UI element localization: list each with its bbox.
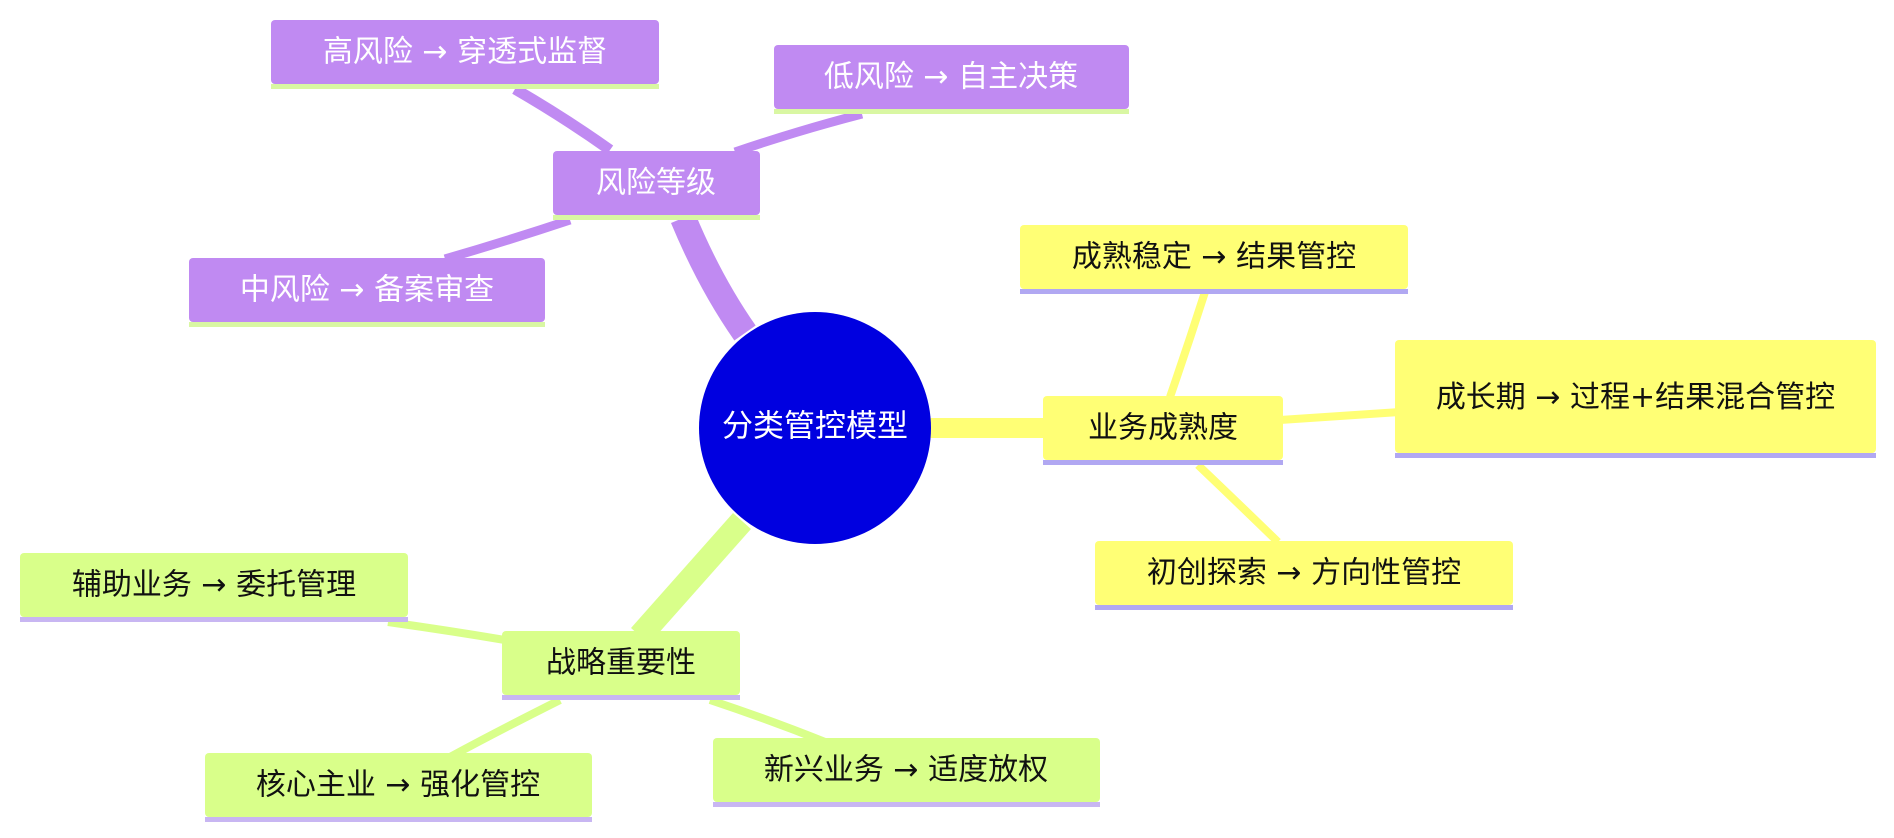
maturity-startup-node[interactable]: 初创探索 → 方向性管控	[1095, 541, 1513, 610]
maturity-branch-label: 业务成熟度	[1088, 411, 1238, 446]
maturity-branch-node[interactable]: 业务成熟度	[1043, 396, 1283, 465]
edge-strategy-emerging	[708, 696, 827, 746]
risk-branch-node[interactable]: 风险等级	[553, 151, 760, 220]
strategy-auxiliary-node[interactable]: 辅助业务 → 委托管理	[20, 553, 408, 622]
maturity-stable-node[interactable]: 成熟稳定 → 结果管控	[1020, 225, 1408, 294]
edge-maturity-startup	[1195, 462, 1281, 545]
maturity-growth-box	[1395, 340, 1876, 453]
strategy-emerging-underline	[713, 802, 1100, 807]
risk-branch-underline	[553, 215, 760, 220]
maturity-branch-box	[1043, 396, 1283, 460]
edge-maturity-growth	[1279, 408, 1401, 424]
strategy-branch-box	[502, 631, 740, 695]
strategy-core-underline	[205, 817, 592, 822]
strategy-branch-underline	[502, 695, 740, 700]
strategy-emerging-label: 新兴业务 → 适度放权	[764, 753, 1048, 788]
risk-mid-box	[189, 258, 545, 322]
maturity-startup-label: 初创探索 → 方向性管控	[1147, 556, 1461, 591]
risk-mid-label: 中风险 → 备案审查	[240, 273, 494, 308]
maturity-startup-underline	[1095, 605, 1513, 610]
root-label: 分类管控模型	[722, 409, 908, 445]
edge-strategy-core	[448, 696, 562, 761]
strategy-core-box	[205, 753, 592, 817]
maturity-growth-label: 成长期 → 过程+结果混合管控	[1435, 380, 1836, 415]
risk-low-box	[774, 45, 1129, 109]
maturity-startup-box	[1095, 541, 1513, 605]
strategy-auxiliary-underline	[20, 617, 408, 622]
strategy-branch-label: 战略重要性	[546, 646, 696, 681]
risk-branch-label: 风险等级	[596, 166, 716, 201]
risk-mid-node[interactable]: 中风险 → 备案审查	[189, 258, 545, 327]
maturity-stable-label: 成熟稳定 → 结果管控	[1072, 240, 1356, 275]
maturity-stable-box	[1020, 225, 1408, 289]
strategy-branch-node[interactable]: 战略重要性	[502, 631, 740, 700]
strategy-auxiliary-box	[20, 553, 408, 617]
risk-high-underline	[271, 84, 659, 89]
edge-risk-low	[733, 109, 864, 157]
root-circle	[699, 312, 931, 544]
edge-maturity-stable	[1166, 290, 1209, 399]
risk-high-node[interactable]: 高风险 → 穿透式监督	[271, 20, 659, 89]
strategy-core-node[interactable]: 核心主业 → 强化管控	[205, 753, 592, 822]
risk-high-label: 高风险 → 穿透式监督	[323, 35, 607, 70]
risk-low-node[interactable]: 低风险 → 自主决策	[774, 45, 1129, 114]
strategy-emerging-node[interactable]: 新兴业务 → 适度放权	[713, 738, 1100, 807]
edge-risk-high	[512, 84, 614, 155]
edge-root-risk	[670, 213, 756, 341]
risk-mid-underline	[189, 322, 545, 327]
root-node[interactable]: 分类管控模型	[699, 312, 931, 544]
risk-low-label: 低风险 → 自主决策	[824, 60, 1078, 95]
maturity-growth-underline	[1395, 453, 1876, 458]
risk-high-box	[271, 20, 659, 84]
maturity-growth-label-wrap: 成长期 → 过程+结果混合管控	[1435, 380, 1836, 415]
risk-branch-box	[553, 151, 760, 215]
maturity-stable-underline	[1020, 289, 1408, 294]
edge-strategy-auxiliary	[387, 618, 506, 644]
maturity-growth-node[interactable]: 成长期 → 过程+结果混合管控	[1395, 340, 1876, 458]
risk-low-underline	[774, 109, 1129, 114]
maturity-branch-underline	[1043, 460, 1283, 465]
strategy-core-label: 核心主业 → 强化管控	[256, 768, 540, 803]
strategy-auxiliary-label: 辅助业务 → 委托管理	[72, 568, 356, 603]
edge-risk-mid	[443, 215, 572, 264]
strategy-emerging-box	[713, 738, 1100, 802]
edge-root-strategy	[631, 513, 752, 644]
